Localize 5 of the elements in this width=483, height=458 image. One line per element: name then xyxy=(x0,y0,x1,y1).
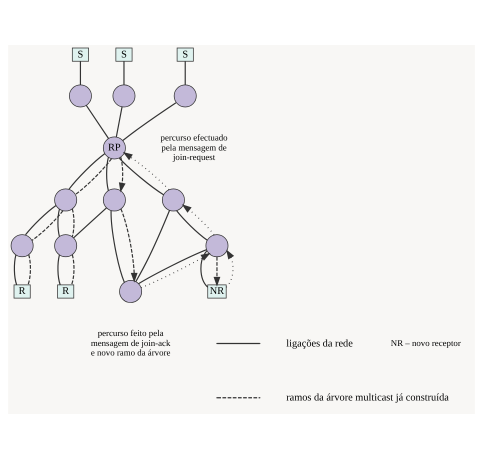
label: percurso feito pela mensagem de join-ack e novo ramo da árvore xyxy=(90,328,170,357)
label: NR – novo receptor xyxy=(390,337,461,348)
legend-label: ligações da rede xyxy=(286,338,353,349)
label: percurso efectuado pela mensagem de join-request xyxy=(160,132,228,162)
legend-label: ramos da árvore multicast já construída xyxy=(286,392,449,403)
